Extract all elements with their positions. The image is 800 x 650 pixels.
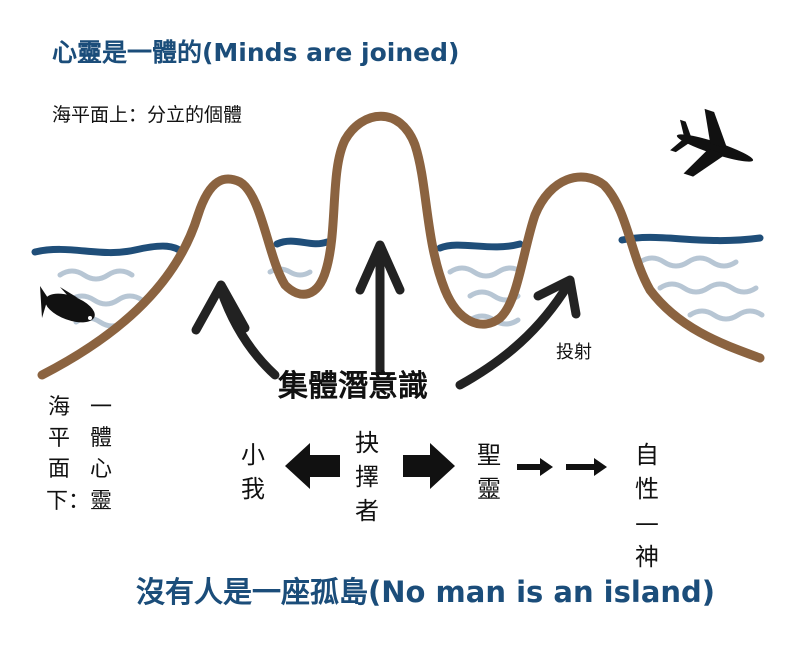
airplane-icon — [670, 108, 754, 177]
mountain-outline — [37, 111, 765, 380]
one-mind-label: 一體心靈 — [89, 395, 112, 514]
small-arrow-2 — [566, 458, 607, 476]
bottom-caption: 沒有人是一座孤島(No man is an island) — [136, 575, 716, 609]
diagram-title: 心靈是一體的(Minds are joined) — [52, 38, 460, 67]
small-self-label: 小我 — [241, 441, 265, 504]
arrow-left-peak-head — [191, 280, 250, 335]
arrow-center-peak-head — [355, 240, 405, 295]
self-god-label: 自性—神 — [635, 441, 659, 572]
arrow-right-peak-head — [533, 275, 581, 319]
above-sea-label: 海平面上：分立的個體 — [52, 104, 243, 126]
holy-spirit-label: 聖靈 — [477, 441, 501, 504]
arrow-to-ego — [285, 443, 340, 489]
arrow-right-peak — [455, 280, 573, 390]
below-sea-label: 海平面下： — [46, 395, 91, 514]
projection-label: 投射 — [556, 342, 592, 363]
collective-unconscious-label: 集體潛意識 — [278, 369, 428, 404]
arrows — [191, 240, 581, 390]
arrow-to-holy-spirit — [403, 443, 455, 489]
choice-arrows — [285, 443, 607, 489]
sea-surface — [31, 233, 764, 257]
fish-icon — [40, 286, 95, 323]
small-arrow-1 — [517, 458, 553, 476]
chooser-label: 抉擇者 — [355, 429, 379, 526]
